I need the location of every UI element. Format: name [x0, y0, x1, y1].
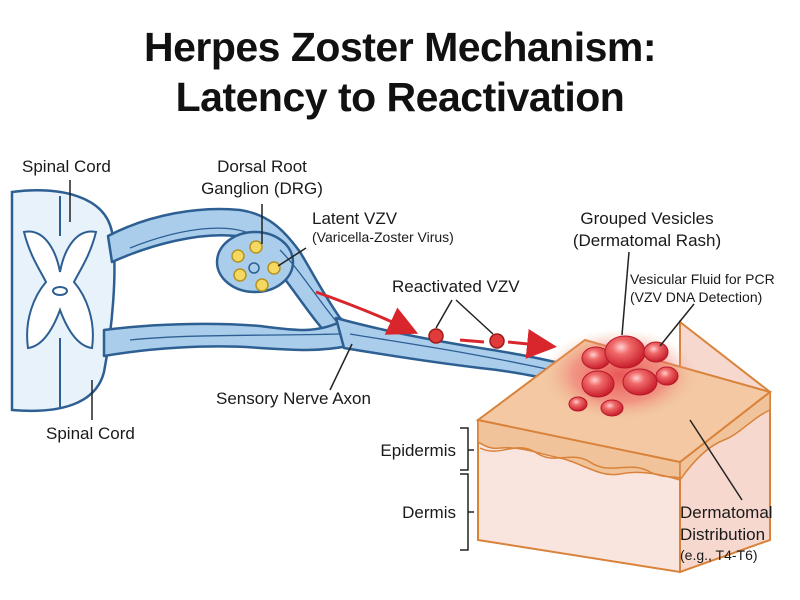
spinal-cord-cross-section [10, 189, 116, 412]
label-latent-line2: (Varicella-Zoster Virus) [312, 229, 454, 245]
diagram-labels: Spinal Cord Spinal Cord Dorsal Root Gang… [22, 157, 775, 563]
label-dist-line3: (e.g., T4-T6) [680, 547, 758, 563]
vesicle [581, 370, 615, 398]
leader-lines [69, 180, 743, 551]
label-latent-line1: Latent VZV [312, 209, 398, 228]
vesicle [643, 341, 669, 363]
vesicle [655, 366, 679, 386]
reactivated-virus [428, 328, 444, 344]
diagram-title: Herpes Zoster Mechanism: Latency to Reac… [0, 22, 800, 122]
vesicle [604, 335, 646, 369]
latent-virus [231, 249, 245, 263]
latent-vzv-particles [231, 240, 281, 292]
title-line-2: Latency to Reactivation [175, 74, 625, 120]
label-pcr-line2: (VZV DNA Detection) [630, 289, 762, 305]
label-pcr-line1: Vesicular Fluid for PCR [630, 271, 775, 287]
reactivation-pathway [315, 290, 557, 359]
reactivation-arrow-1 [315, 290, 419, 335]
label-dist-line1: Dermatomal [680, 503, 773, 522]
label-vesicles-line1: Grouped Vesicles [580, 209, 713, 228]
reactivation-arrow-3 [507, 328, 557, 359]
latent-virus [255, 278, 269, 292]
label-drg-line1: Dorsal Root [217, 157, 307, 176]
label-spinal-cord-bottom: Spinal Cord [46, 424, 135, 443]
label-dist-line2: Distribution [680, 525, 765, 544]
label-axon: Sensory Nerve Axon [216, 389, 371, 408]
latent-virus [233, 268, 247, 282]
label-spinal-cord-top: Spinal Cord [22, 157, 111, 176]
label-epidermis: Epidermis [380, 441, 456, 460]
vesicle [568, 396, 588, 412]
latent-virus [267, 261, 281, 275]
label-dermis: Dermis [402, 503, 456, 522]
reactivation-arrow-2 [459, 338, 485, 344]
reactivated-virus [489, 333, 505, 349]
title-line-1: Herpes Zoster Mechanism: [143, 24, 657, 70]
label-reactivated: Reactivated VZV [392, 277, 520, 296]
vesicle [600, 399, 624, 417]
latent-virus [249, 240, 263, 254]
grouped-vesicles [568, 335, 679, 417]
latent-virus [248, 262, 260, 274]
label-drg-line2: Ganglion (DRG) [201, 179, 323, 198]
vesicle [622, 368, 658, 396]
label-vesicles-line2: (Dermatomal Rash) [573, 231, 721, 250]
